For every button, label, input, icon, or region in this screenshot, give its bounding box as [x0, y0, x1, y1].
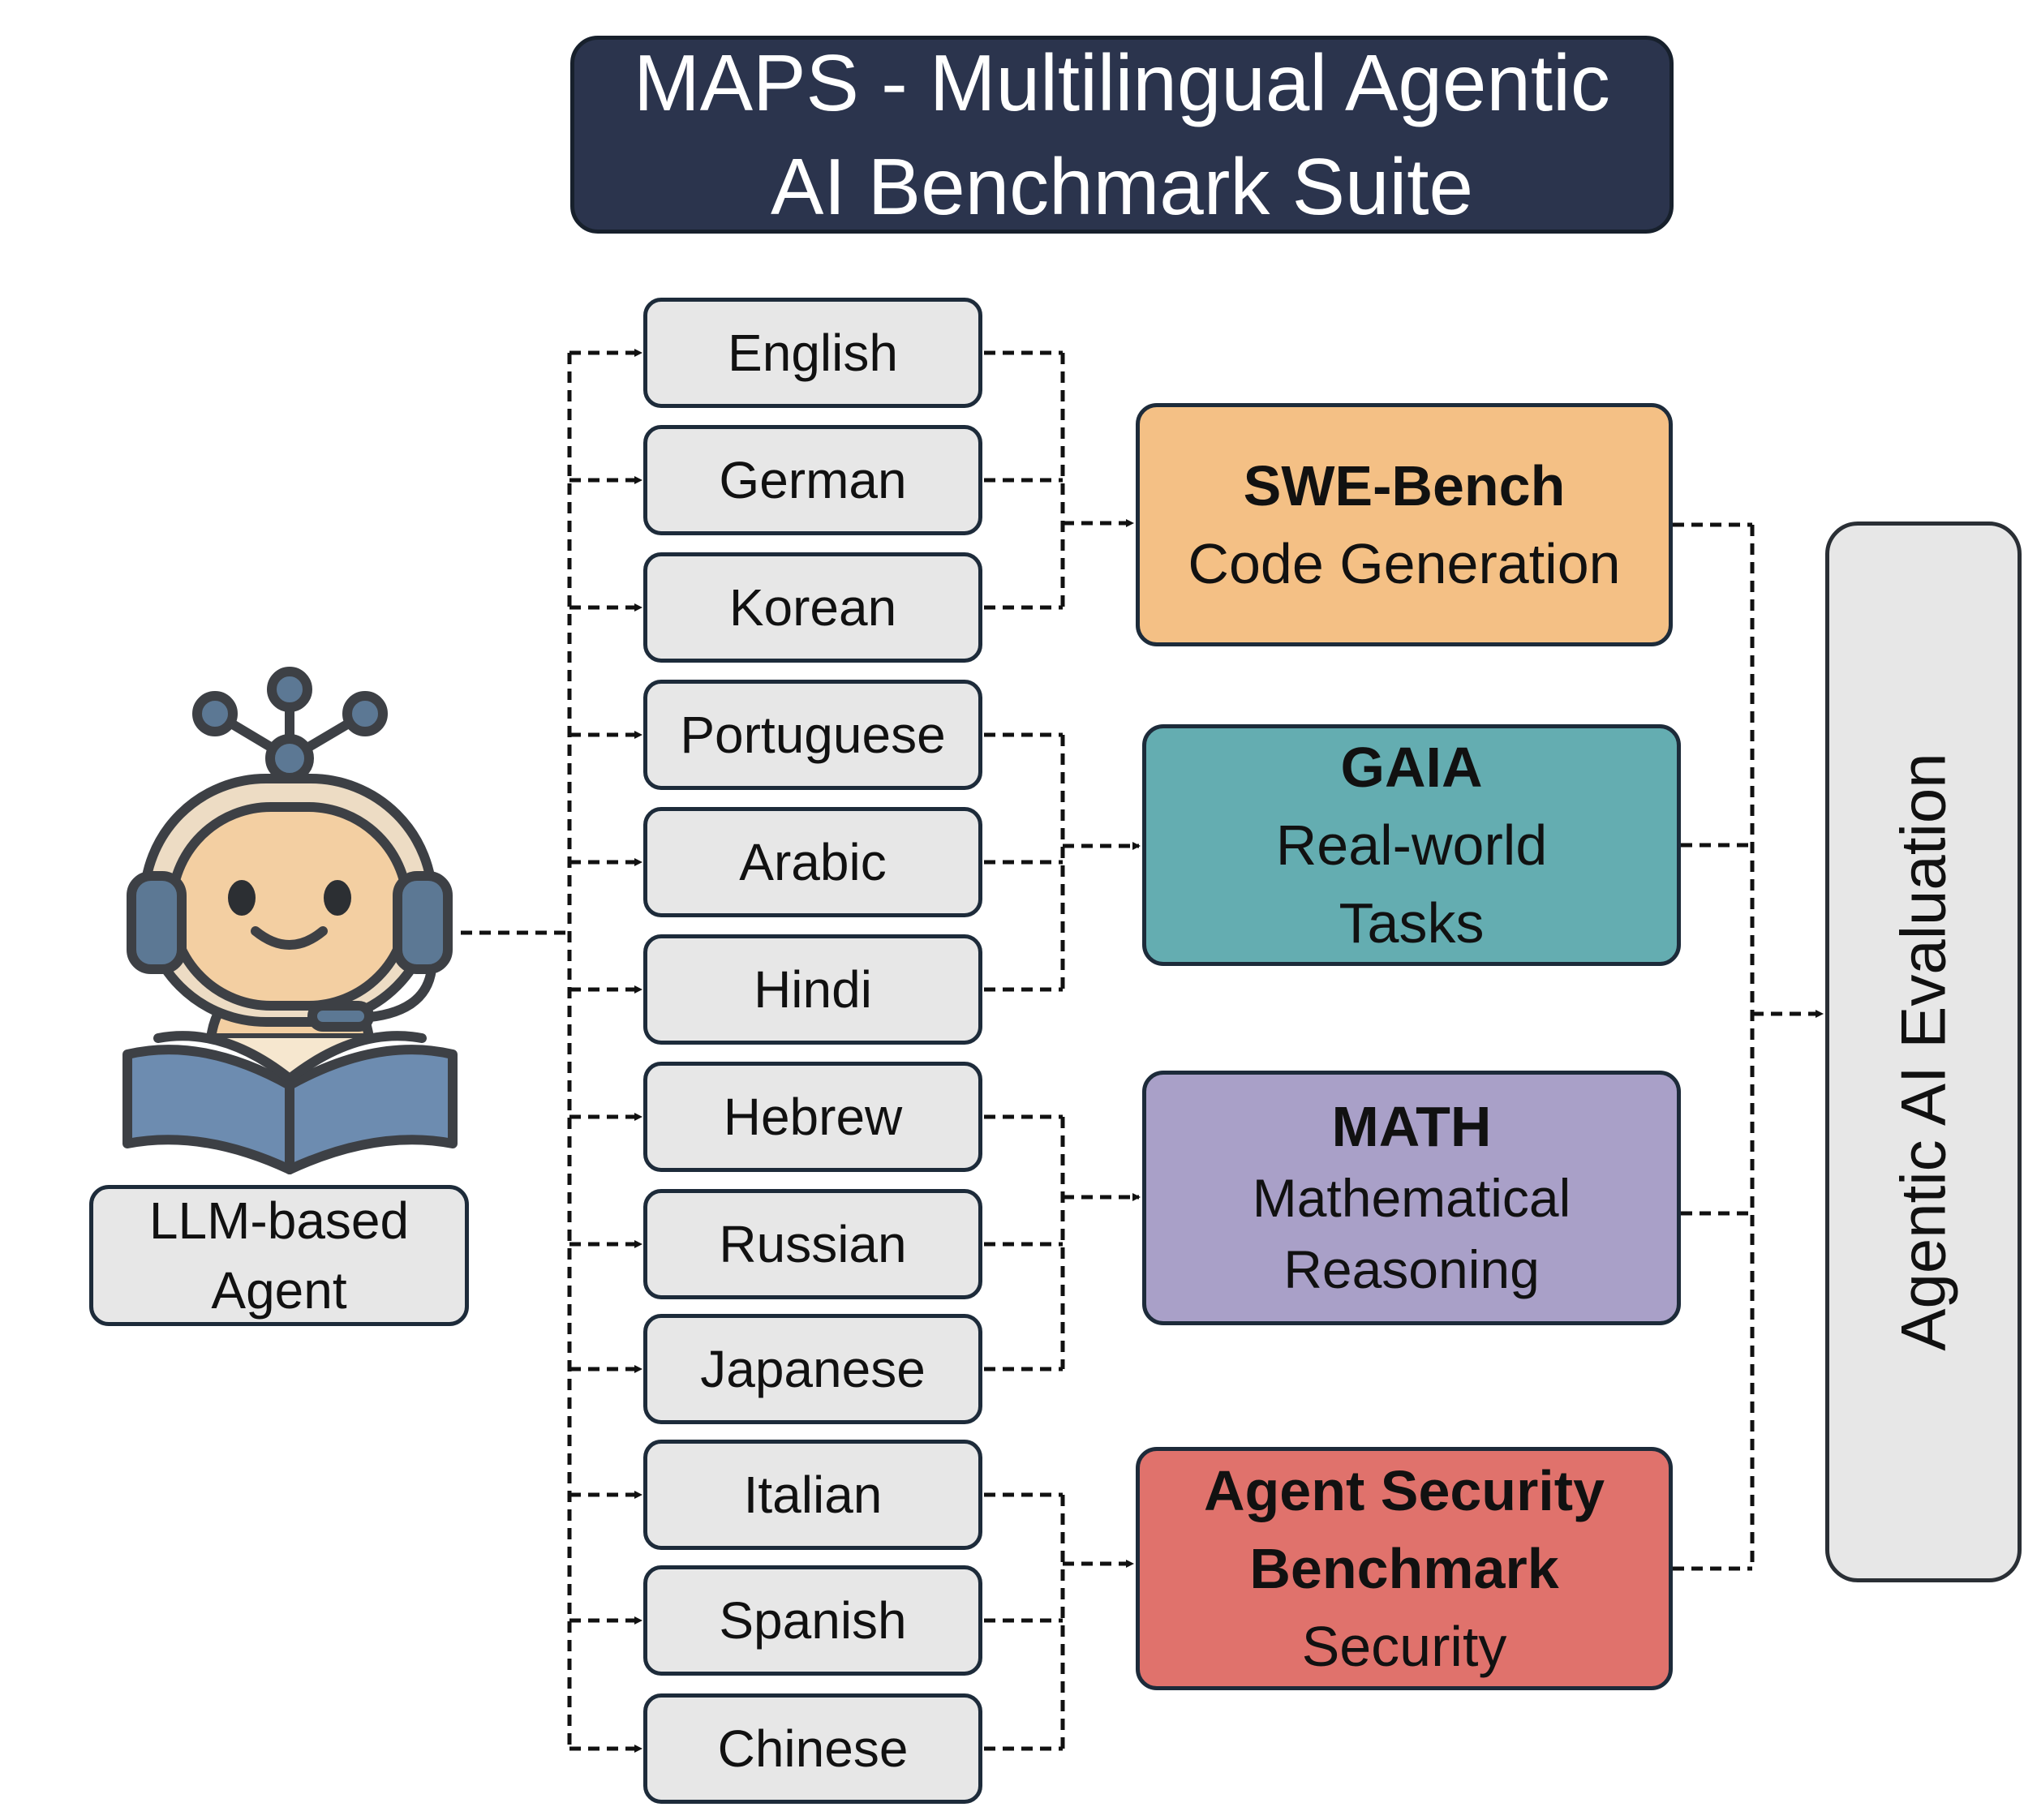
benchmark-task-line-2: Tasks	[1339, 891, 1485, 955]
evaluation-label: Agentic AI Evaluation	[1887, 753, 1959, 1351]
language-label: Japanese	[700, 1340, 926, 1398]
benchmark-math: MATH Mathematical Reasoning	[1142, 1071, 1681, 1325]
benchmark-task: Security	[1301, 1615, 1507, 1678]
title-line-2: AI Benchmark Suite	[770, 142, 1474, 231]
agent-label-line-1: LLM-based	[148, 1191, 410, 1250]
language-label: Hebrew	[723, 1088, 903, 1146]
language-label: Hindi	[754, 960, 872, 1019]
benchmark-name: MATH	[1331, 1095, 1492, 1158]
benchmark-task-line-1: Mathematical	[1252, 1168, 1571, 1228]
language-label: Italian	[743, 1466, 883, 1524]
language-label: Russian	[719, 1215, 907, 1273]
title-box: MAPS - Multilingual Agentic AI Benchmark…	[570, 36, 1674, 234]
language-label: German	[719, 451, 907, 509]
benchmark-gaia: GAIA Real-world Tasks	[1142, 724, 1681, 966]
title-line-1: MAPS - Multilingual Agentic	[634, 38, 1610, 127]
agent-label: LLM-based Agent	[89, 1185, 469, 1326]
language-label: English	[728, 324, 898, 382]
language-box-korean: Korean	[643, 552, 982, 663]
language-box-chinese: Chinese	[643, 1693, 982, 1804]
language-box-russian: Russian	[643, 1189, 982, 1299]
evaluation-box: Agentic AI Evaluation	[1825, 522, 2022, 1582]
benchmark-task: Code Generation	[1188, 532, 1621, 595]
language-box-hindi: Hindi	[643, 934, 982, 1045]
agent-label-line-2: Agent	[211, 1261, 347, 1320]
language-label: Portuguese	[680, 706, 946, 764]
language-box-portuguese: Portuguese	[643, 680, 982, 790]
benchmark-name-line-1: Agent Security	[1204, 1459, 1605, 1522]
language-label: Chinese	[717, 1719, 909, 1778]
benchmark-name-line-2: Benchmark	[1249, 1537, 1559, 1600]
benchmark-swe-bench: SWE-Bench Code Generation	[1136, 403, 1673, 646]
language-box-japanese: Japanese	[643, 1314, 982, 1424]
language-label: Korean	[728, 578, 897, 637]
language-box-hebrew: Hebrew	[643, 1062, 982, 1172]
robot-reading-book-icon	[122, 667, 458, 1174]
language-box-arabic: Arabic	[643, 807, 982, 917]
benchmark-name: GAIA	[1340, 736, 1483, 799]
language-label: Arabic	[739, 833, 887, 891]
language-label: Spanish	[719, 1591, 907, 1650]
benchmark-agent-security: Agent Security Benchmark Security	[1136, 1447, 1673, 1690]
language-box-german: German	[643, 425, 982, 535]
language-box-spanish: Spanish	[643, 1565, 982, 1676]
language-box-italian: Italian	[643, 1440, 982, 1550]
language-box-english: English	[643, 298, 982, 408]
benchmark-task-line-2: Reasoning	[1283, 1239, 1540, 1299]
benchmark-name: SWE-Bench	[1243, 454, 1566, 517]
benchmark-task-line-1: Real-world	[1275, 813, 1548, 877]
